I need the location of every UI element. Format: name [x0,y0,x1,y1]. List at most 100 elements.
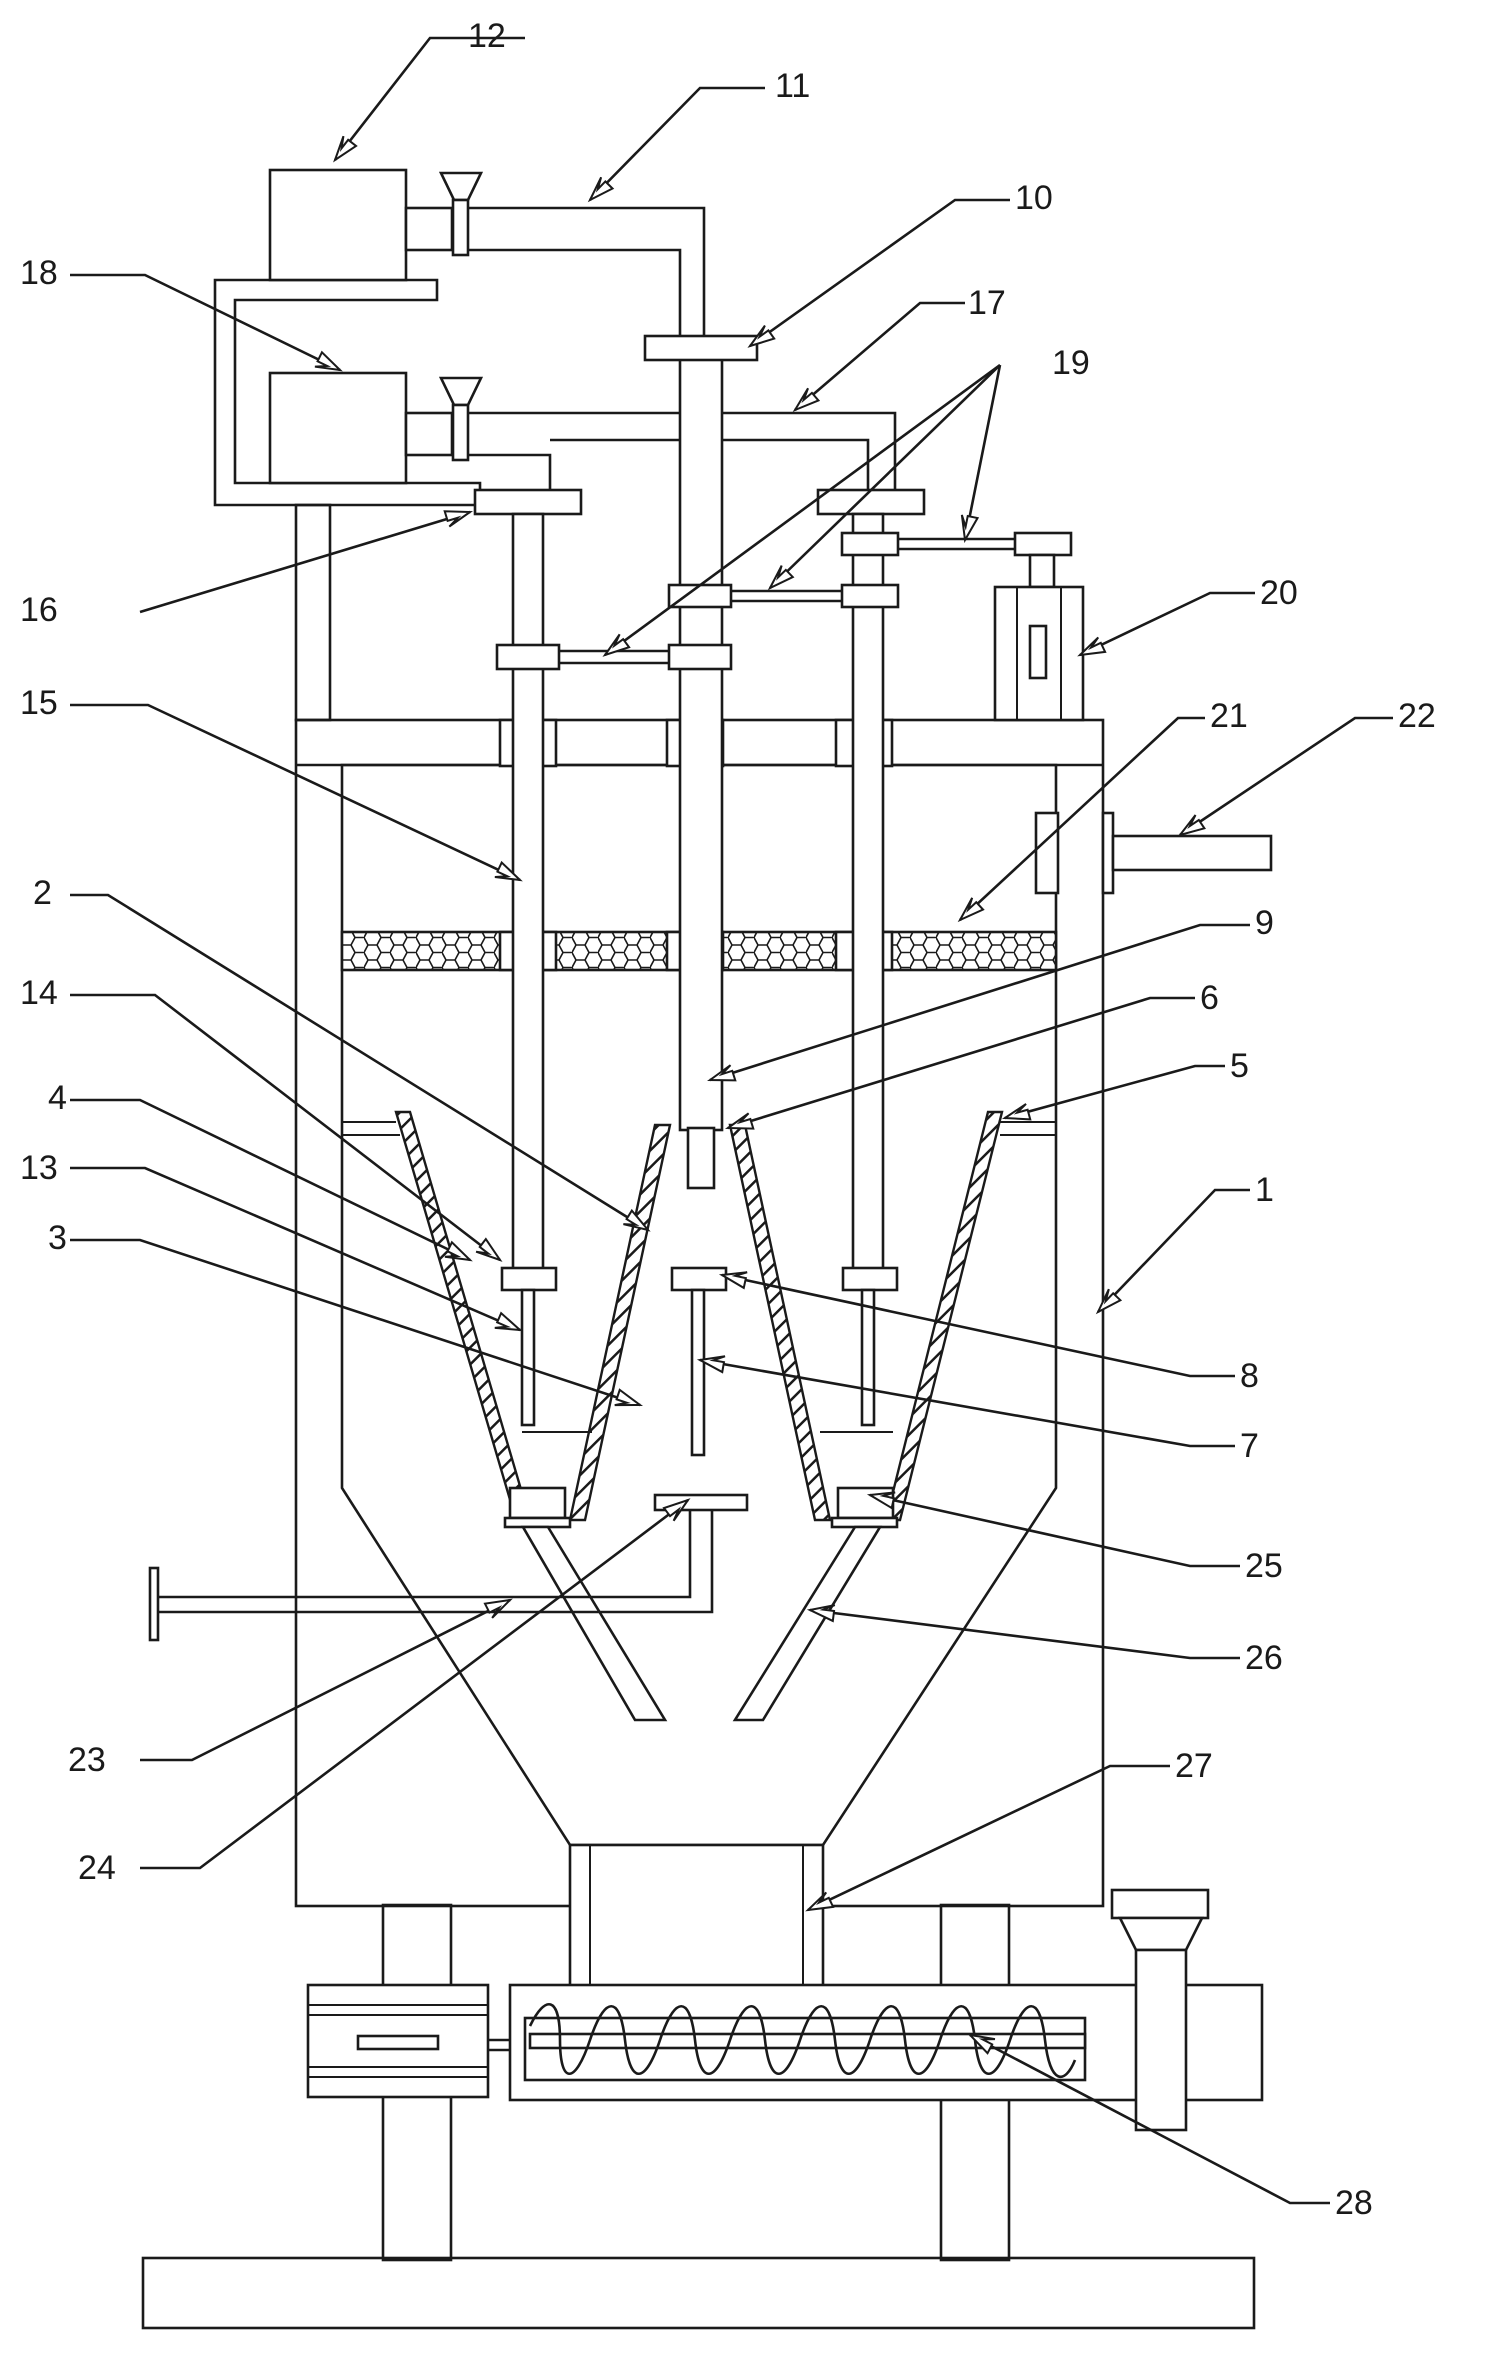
part-label-14: 14 [20,974,58,1012]
leader-arrow-19-2 [960,514,980,544]
leader-line-22 [1179,716,1393,837]
leader-arrow-4 [444,1240,473,1262]
part-label-23: 23 [68,1741,106,1779]
leader-line-26 [809,1608,1240,1660]
part-label-24: 24 [78,1849,116,1887]
leader-line-13 [70,1166,521,1332]
part-label-19: 19 [1052,344,1090,382]
discharge-spouts [503,1486,899,1722]
leader-arrow-21 [957,897,985,923]
leader-line-24 [140,1498,689,1870]
leader-arrow-8 [718,1271,748,1290]
leader-arrow-7 [696,1355,726,1374]
leader-line-15 [70,703,521,882]
leader-arrow-26 [806,1604,836,1623]
leader-line-18 [70,273,341,372]
leader-line-7 [699,1358,1235,1448]
part-label-3: 3 [48,1219,67,1257]
screw-conveyor [306,1888,1264,2132]
leader-arrow-27 [805,1891,835,1912]
leader-arrow-6 [724,1112,755,1130]
part-label-9: 9 [1255,904,1274,942]
leader-line-16 [139,510,471,614]
leader-arrow-15 [494,860,523,882]
leader-line-8 [721,1273,1235,1378]
leader-arrow-28 [967,2033,996,2055]
leader-arrow-20 [1077,636,1107,657]
leader-line-9 [709,923,1250,1082]
part-label-15: 15 [20,684,58,722]
leader-line-5 [1004,1064,1225,1120]
leader-line-19 [769,364,1001,589]
part-label-8: 8 [1240,1357,1259,1395]
feed-pipe [148,1493,749,1642]
part-label-27: 27 [1175,1747,1213,1785]
leader-line-17 [794,301,965,411]
part-label-11: 11 [775,67,810,105]
leader-arrow-1 [1095,1288,1123,1315]
leader-arrow-12 [333,135,358,163]
part-label-7: 7 [1240,1427,1259,1465]
leader-line-20 [1079,591,1255,657]
leader-line-6 [727,996,1195,1130]
leader-line-3 [70,1238,641,1407]
leader-lines [70,36,1393,2205]
leader-line-28 [969,2033,1330,2205]
leader-arrow-14 [475,1237,503,1262]
leader-arrow-11 [587,176,615,203]
leader-arrow-18 [314,350,343,372]
part-label-6: 6 [1200,979,1219,1017]
leader-arrow-19 [767,565,795,591]
leader-arrow-17 [792,387,821,413]
belt-drives [495,531,1073,671]
left-shaft [473,488,583,1427]
leader-arrow-16 [443,510,474,528]
leader-arrow-25 [866,1491,896,1510]
part-label-12: 12 [468,17,506,55]
leader-line-14 [70,993,501,1262]
leader-arrow-3 [614,1388,644,1407]
central-shaft [643,334,759,1457]
leader-arrow-19-1 [602,633,631,657]
leader-line-1 [1097,1188,1250,1313]
upper-frame [213,278,482,722]
part-label-18: 18 [20,254,58,292]
leader-line-21 [959,716,1205,921]
part-label-28: 28 [1335,2184,1373,2222]
leader-line-4 [70,1098,471,1262]
part-label-1: 1 [1255,1171,1274,1209]
leader-line-23 [140,1598,511,1762]
leader-arrow-22 [1177,814,1207,837]
part-label-20: 20 [1260,574,1298,612]
hatched-screens [394,1110,1004,1522]
part-label-25: 25 [1245,1547,1283,1585]
leader-line-19-2 [963,364,1002,541]
part-label-17: 17 [968,284,1006,322]
leader-line-27 [807,1764,1170,1912]
part-label-26: 26 [1245,1639,1283,1677]
leader-arrow-23 [483,1598,513,1619]
leader-line-11 [589,86,765,201]
leader-arrow-5 [1001,1103,1032,1121]
leader-arrow-10 [747,324,776,348]
tank-12 [268,168,706,340]
leader-line-19-1 [604,363,1001,657]
part-label-13: 13 [20,1149,58,1187]
part-label-21: 21 [1210,697,1248,735]
part-label-5: 5 [1230,1047,1249,1085]
leader-arrow-9 [706,1064,737,1082]
side-outlet-pipe [1034,811,1273,895]
part-label-4: 4 [48,1079,67,1117]
part-label-16: 16 [20,591,58,629]
leader-arrow-2 [623,1208,651,1232]
leader-line-25 [869,1493,1240,1568]
leader-line-10 [749,198,1010,348]
tank-18 [268,371,897,490]
leader-line-2 [70,893,649,1232]
leader-line-12 [333,36,525,161]
part-label-10: 10 [1015,179,1053,217]
motor-20 [993,553,1085,722]
bottom-outlet [568,1843,825,1992]
